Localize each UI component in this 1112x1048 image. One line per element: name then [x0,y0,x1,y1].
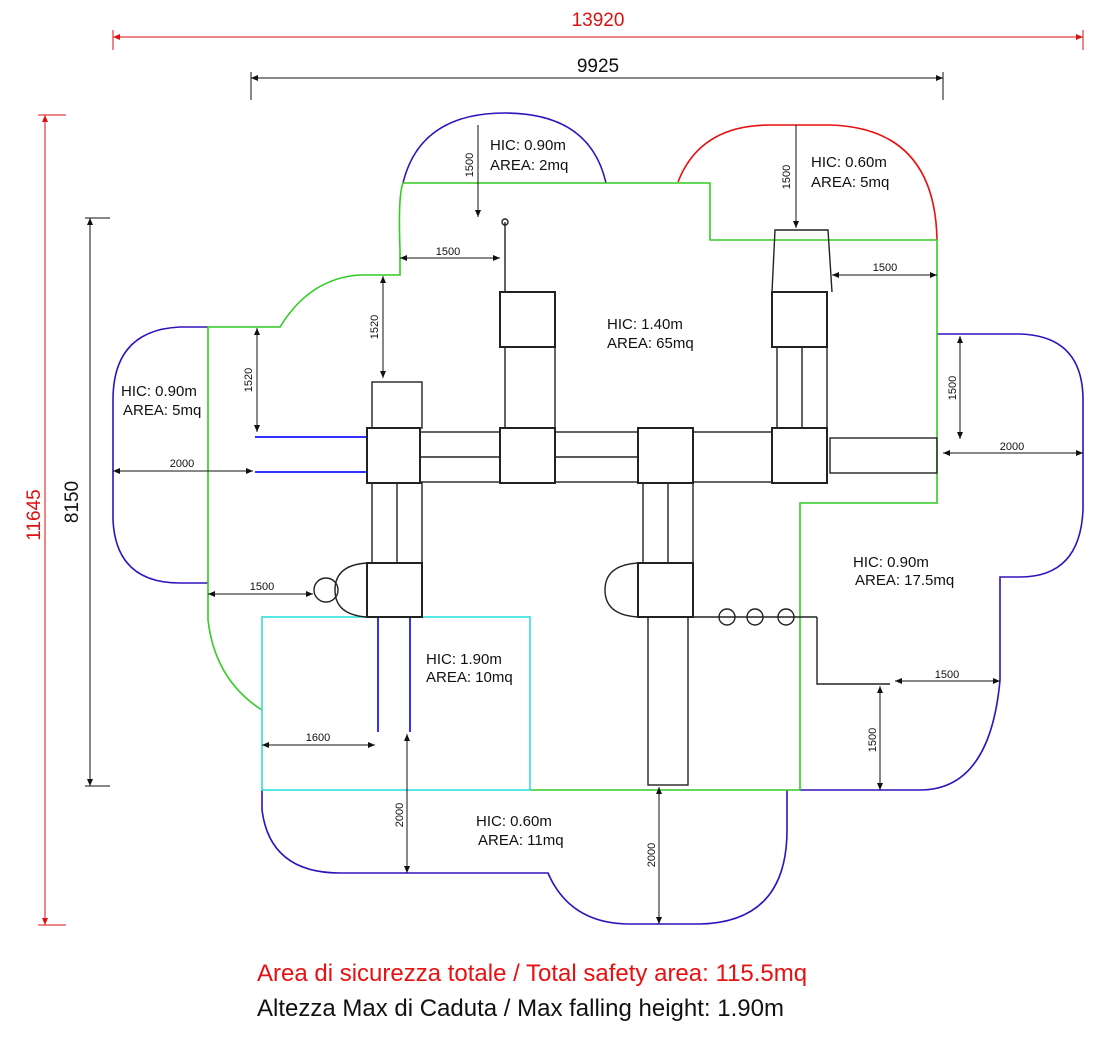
svg-text:13920: 13920 [572,10,625,31]
play-structure [255,218,938,786]
zone-right-purple [800,333,1084,791]
zone-left-purple [112,326,208,584]
svg-text:11645: 11645 [24,489,45,540]
svg-text:1500: 1500 [250,581,274,593]
zone-main-green [207,182,938,791]
zone-top-right-arc [677,124,938,241]
svg-text:1500: 1500 [464,153,476,177]
svg-text:AREA: 5mq: AREA: 5mq [123,402,201,419]
svg-text:HIC: 0.60m: HIC: 0.60m [811,154,887,171]
svg-text:HIC: 0.60m: HIC: 0.60m [476,813,552,830]
svg-text:AREA: 5mq: AREA: 5mq [811,174,889,191]
svg-text:HIC: 0.90m: HIC: 0.90m [121,383,197,400]
total-safety-area: Area di sicurezza totale / Total safety … [257,960,808,987]
dimension-total-depth: 11645 [24,114,66,926]
svg-text:1500: 1500 [935,669,959,681]
dimension-structure-depth: 8150 [62,217,110,787]
zone-swing-cyan [261,616,531,791]
svg-text:8150: 8150 [62,481,83,523]
dimension-total-width: 13920 [112,10,1084,50]
svg-text:1500: 1500 [781,165,793,189]
svg-text:2000: 2000 [646,843,658,867]
svg-text:HIC: 1.40m: HIC: 1.40m [607,316,683,333]
svg-text:1500: 1500 [436,246,460,258]
svg-text:AREA: 10mq: AREA: 10mq [426,669,513,686]
svg-text:1520: 1520 [243,368,255,392]
svg-text:AREA: 11mq: AREA: 11mq [478,832,564,849]
svg-text:AREA: 17.5mq: AREA: 17.5mq [855,572,954,589]
zone-bottom-purple [261,790,788,925]
clearance-dimensions: 1500 1500 1500 1520 2000 1520 2000 1500 … [113,125,1083,924]
svg-text:1520: 1520 [369,315,381,339]
svg-text:2000: 2000 [1000,441,1024,453]
svg-text:1500: 1500 [947,376,959,400]
svg-text:AREA: 2mq: AREA: 2mq [490,157,568,174]
svg-text:9925: 9925 [577,56,619,77]
max-falling-height: Altezza Max di Caduta / Max falling heig… [257,995,784,1022]
svg-text:1600: 1600 [306,732,330,744]
svg-text:HIC: 0.90m: HIC: 0.90m [490,137,566,154]
zone-top-slide-arc [402,112,607,184]
svg-text:1500: 1500 [867,728,879,752]
svg-text:HIC: 1.90m: HIC: 1.90m [426,651,502,668]
dimension-structure-width: 9925 [250,56,944,100]
svg-text:AREA: 65mq: AREA: 65mq [607,335,694,352]
svg-text:HIC: 0.90m: HIC: 0.90m [853,554,929,571]
svg-text:2000: 2000 [394,803,406,827]
svg-text:2000: 2000 [170,458,194,470]
svg-text:1500: 1500 [873,262,897,274]
